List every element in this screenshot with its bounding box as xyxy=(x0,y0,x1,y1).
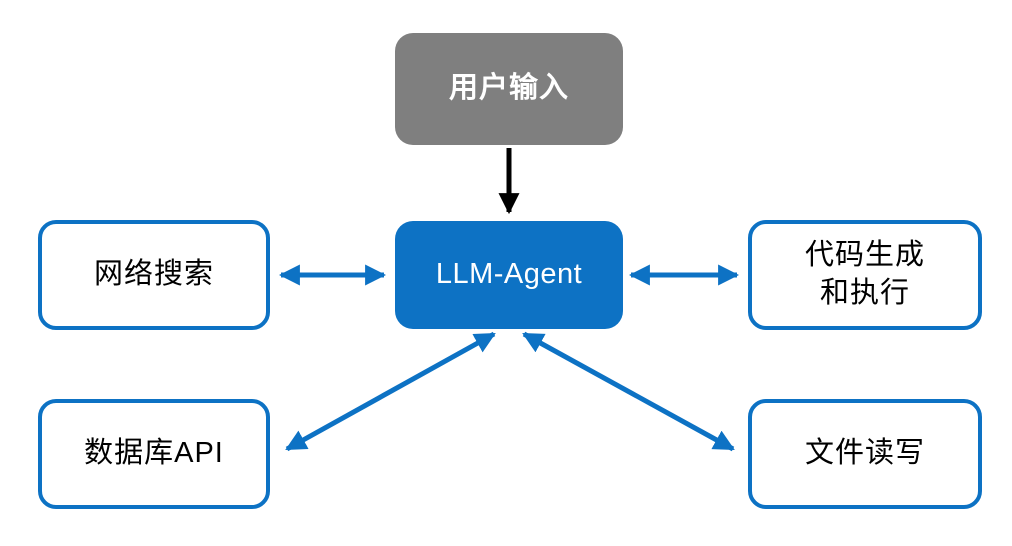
node-user-input: 用户输入 xyxy=(395,33,623,145)
node-code-gen: 代码生成 和执行 xyxy=(748,220,982,330)
node-database-api: 数据库API xyxy=(38,399,270,509)
node-llm-agent: LLM-Agent xyxy=(395,221,623,329)
node-file-rw-label: 文件读写 xyxy=(804,437,925,470)
arrow-llm-agent-database-api xyxy=(285,331,496,452)
arrow-llm-agent-file-rw xyxy=(522,331,735,452)
node-file-rw: 文件读写 xyxy=(748,399,982,509)
node-web-search-label: 网络搜索 xyxy=(93,258,214,291)
node-user-input-label: 用户输入 xyxy=(448,72,569,105)
node-llm-agent-label: LLM-Agent xyxy=(435,258,583,291)
node-web-search: 网络搜索 xyxy=(38,220,270,330)
node-database-api-label: 数据库API xyxy=(84,437,224,470)
node-code-gen-label: 代码生成 和执行 xyxy=(804,239,925,309)
